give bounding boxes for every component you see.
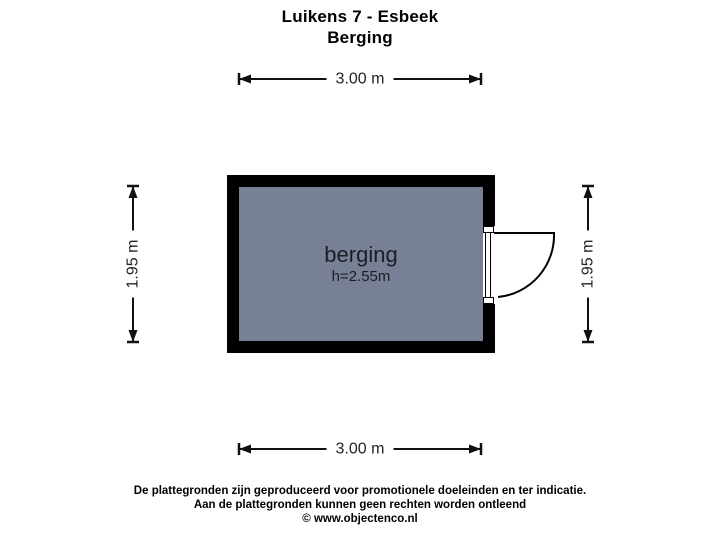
dimension-label-right: 1.95 m [576,230,600,298]
dimension-label-left: 1.95 m [121,230,145,298]
door-leaf [485,232,491,298]
plan-title: Luikens 7 - Esbeek [281,7,439,26]
title-block: Luikens 7 - Esbeek Berging [0,6,720,48]
door-swing-arc [494,232,556,298]
room-height-label: h=2.55m [331,268,391,285]
plan-subtitle: Berging [327,28,393,47]
room-name-label: berging [324,242,398,267]
room-berging: berging h=2.55m [227,175,495,353]
footer-line-1: De plattegronden zijn geproduceerd voor … [133,485,587,497]
dimension-label-top: 3.00 m [326,67,394,91]
footer-line-2: Aan de plattegronden kunnen geen rechten… [193,499,527,511]
footer-disclaimer: De plattegronden zijn geproduceerd voor … [0,484,720,526]
dimension-label-bottom: 3.00 m [326,437,394,461]
footer-copyright: © www.objectenco.nl [302,513,418,525]
